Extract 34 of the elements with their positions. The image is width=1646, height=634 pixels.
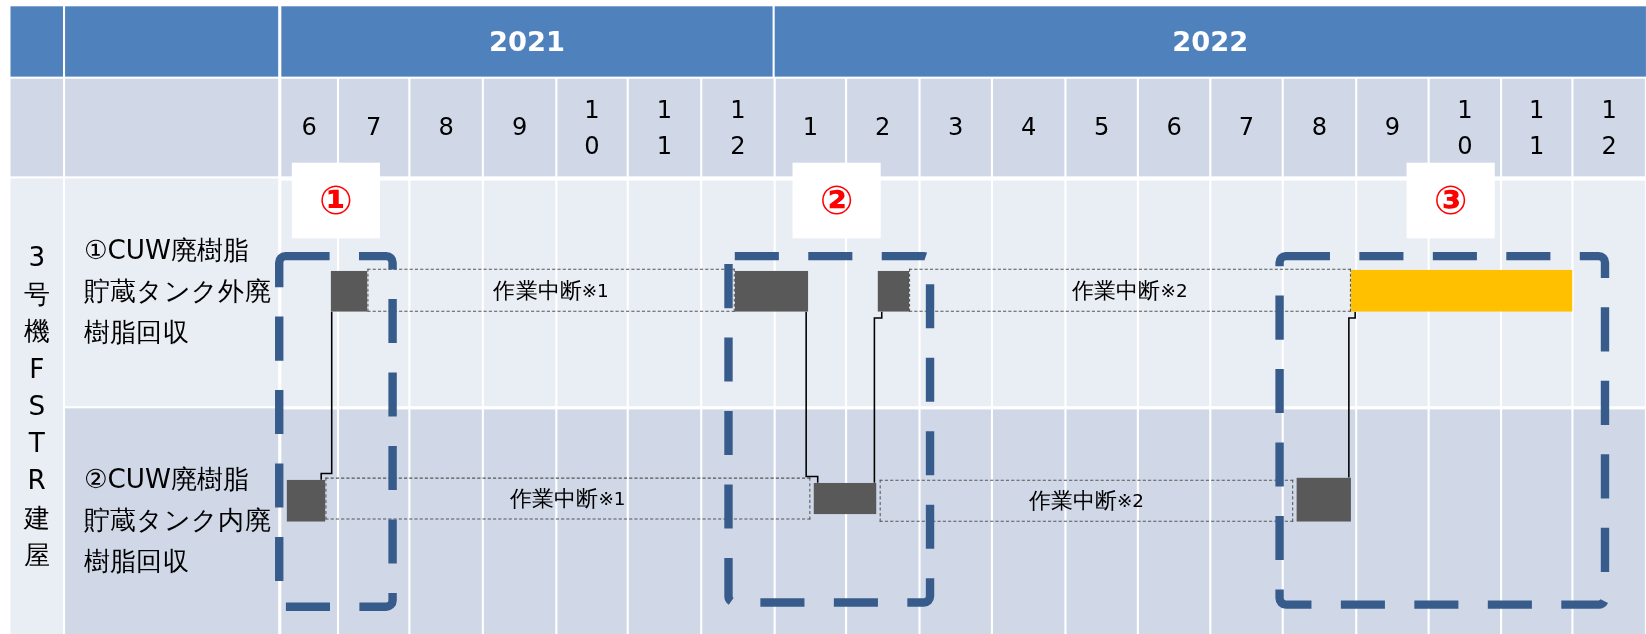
month-header: 12 [702,78,774,177]
year-header: 2021 [281,6,773,77]
group-number: ③ [1406,162,1495,239]
schedule-bar [286,479,326,522]
month-header: 6 [1138,78,1210,177]
schedule-bar [330,270,368,312]
month-header: 3 [920,78,991,177]
month-header: 7 [1211,78,1282,177]
month-header: 10 [557,78,627,177]
year-header: 2022 [774,6,1646,77]
connector-line [805,310,819,484]
group-number: ② [792,162,881,239]
schedule-bar [1350,269,1573,312]
connector-line [873,310,883,484]
month-header: 12 [1573,78,1645,177]
group-number: ① [291,162,380,239]
month-header: 8 [1283,78,1356,177]
month-header: 4 [993,78,1065,177]
month-header: 5 [1066,78,1137,177]
schedule-bar [1296,477,1351,522]
month-header: 9 [1357,78,1428,177]
row-header: ②CUW廃樹脂貯蔵タンク内廃樹脂回収 [65,408,279,634]
month-header: 8 [410,78,482,177]
month-header: 9 [483,78,556,177]
month-header: 11 [1502,78,1572,177]
month-header: 2 [847,78,919,177]
row-group-header: 3号機FSTR建屋 [10,178,63,634]
connector-line [320,310,333,481]
schedule-bar [734,270,809,312]
schedule-bar [813,482,877,515]
month-header: 11 [628,78,701,177]
month-header: 7 [339,78,409,177]
connector-line [1348,310,1356,479]
row-header: ①CUW廃樹脂貯蔵タンク外廃樹脂回収 [65,178,279,407]
